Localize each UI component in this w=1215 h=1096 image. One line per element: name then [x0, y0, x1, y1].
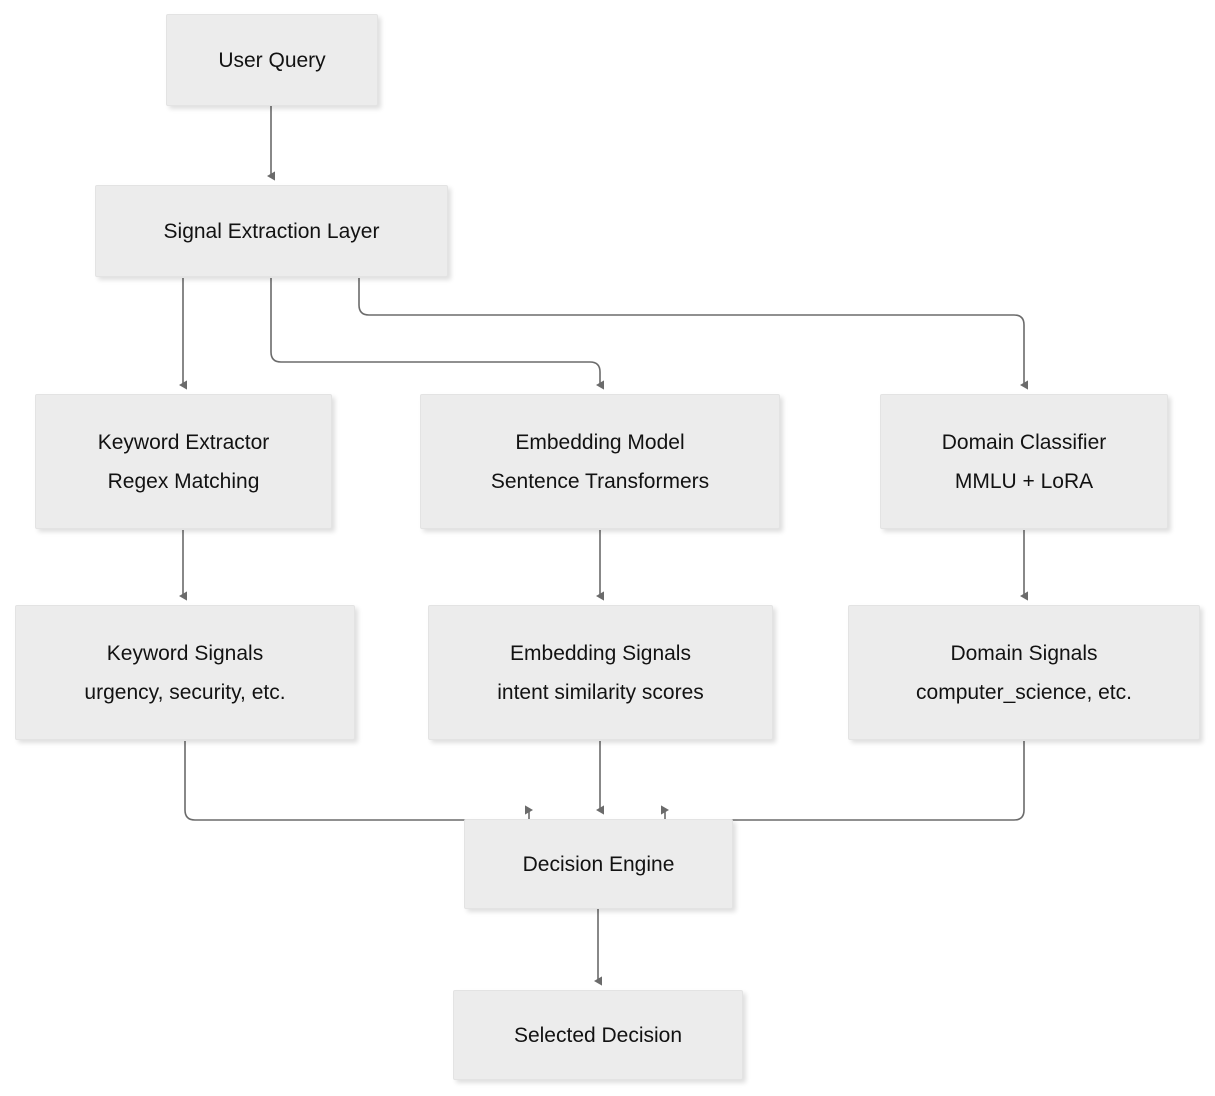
edge-keyword-signals-to-decision-engine: [184, 741, 533, 831]
node-keyword-signals-label-1: Keyword Signals: [106, 641, 264, 665]
node-domain-classifier-label-2: MMLU + LoRA: [954, 469, 1094, 493]
node-signal-extraction-layer-label-1: Signal Extraction Layer: [163, 219, 380, 243]
node-selected-decision-label-1: Selected Decision: [513, 1023, 683, 1047]
node-keyword-extractor-label-2: Regex Matching: [107, 469, 260, 493]
node-embedding-model-label-2: Sentence Transformers: [490, 469, 710, 493]
node-user-query-label-1: User Query: [218, 48, 326, 72]
node-keyword-extractor[interactable]: Keyword Extractor Regex Matching: [35, 394, 332, 529]
edge-signal-extraction-to-embedding-model: [270, 278, 604, 390]
node-keyword-extractor-label-1: Keyword Extractor: [97, 430, 270, 454]
node-user-query[interactable]: User Query: [166, 14, 378, 106]
node-embedding-signals-label-2: intent similarity scores: [497, 680, 704, 704]
node-embedding-signals-label-1: Embedding Signals: [510, 641, 691, 665]
node-selected-decision[interactable]: Selected Decision: [453, 990, 743, 1080]
node-domain-classifier-label-1: Domain Classifier: [941, 430, 1107, 454]
edge-signal-extraction-to-domain-classifier: [358, 278, 1028, 390]
edge-domain-signals-to-decision-engine: [661, 741, 1025, 831]
node-keyword-signals[interactable]: Keyword Signals urgency, security, etc.: [15, 605, 355, 740]
node-decision-engine-label-1: Decision Engine: [522, 852, 675, 876]
node-embedding-model-label-1: Embedding Model: [515, 430, 685, 454]
node-keyword-signals-label-2: urgency, security, etc.: [84, 680, 286, 704]
node-domain-signals-label-1: Domain Signals: [950, 641, 1098, 665]
node-embedding-model[interactable]: Embedding Model Sentence Transformers: [420, 394, 780, 529]
node-domain-signals-label-2: computer_science, etc.: [916, 680, 1132, 704]
node-domain-classifier[interactable]: Domain Classifier MMLU + LoRA: [880, 394, 1168, 529]
node-decision-engine[interactable]: Decision Engine: [464, 819, 733, 909]
node-signal-extraction-layer[interactable]: Signal Extraction Layer: [95, 185, 448, 277]
node-embedding-signals[interactable]: Embedding Signals intent similarity scor…: [428, 605, 773, 740]
node-domain-signals[interactable]: Domain Signals computer_science, etc.: [848, 605, 1200, 740]
